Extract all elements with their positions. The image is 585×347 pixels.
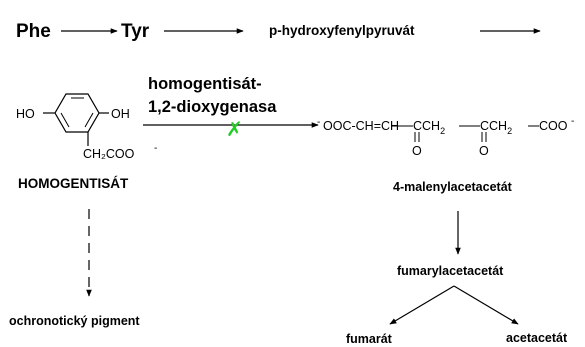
enzyme-block-mark: ✗ xyxy=(226,119,243,141)
side-chain-label: CH₂COO xyxy=(83,147,135,161)
ketone-oxygen-2: O xyxy=(479,144,489,158)
formula-charge-left: - xyxy=(317,117,320,128)
arrow-to-fumarate xyxy=(389,285,455,325)
ochronotic-pigment-name: ochronotický pigment xyxy=(9,314,140,328)
formula-carboxylate: COO xyxy=(539,119,568,133)
label-p-hydroxyphenylpyruvate: p-hydroxyfenylpyruvát xyxy=(269,23,415,38)
enzyme-name-line2: 1,2-dioxygenasa xyxy=(148,98,277,116)
label-phe: Phe xyxy=(16,21,51,42)
oh-group-label: OH xyxy=(111,107,130,121)
fumarate-name: fumarát xyxy=(346,332,393,346)
benzene-ring xyxy=(54,93,100,133)
maleylacetoacetate-structure: - OOC-CH=CH CCH2 CCH2 COO - O O xyxy=(317,116,574,158)
arrow-to-acetoacetate xyxy=(453,285,519,325)
label-tyr: Tyr xyxy=(121,21,150,42)
formula-charge-right: - xyxy=(571,116,574,127)
fumarylacetoacetate-name: fumarylacetacetát xyxy=(397,264,504,278)
maleylacetoacetate-name: 4-malenylacetacetát xyxy=(393,180,513,194)
side-chain-charge: - xyxy=(154,143,157,154)
formula-ketone-2: CCH2 xyxy=(480,119,512,136)
ketone-oxygen-1: O xyxy=(412,144,422,158)
formula-ketone-1: CCH2 xyxy=(413,119,445,136)
formula-part-left: OOC-CH=CH xyxy=(323,119,399,133)
ho-group-label: HO xyxy=(16,107,35,121)
homogentisate-name: HOMOGENTISÁT xyxy=(18,176,129,191)
acetoacetate-name: acetacetát xyxy=(506,331,568,345)
enzyme-name-line1: homogentisát- xyxy=(148,75,262,93)
homogentisate-structure: HO OH CH₂COO - xyxy=(16,93,157,161)
